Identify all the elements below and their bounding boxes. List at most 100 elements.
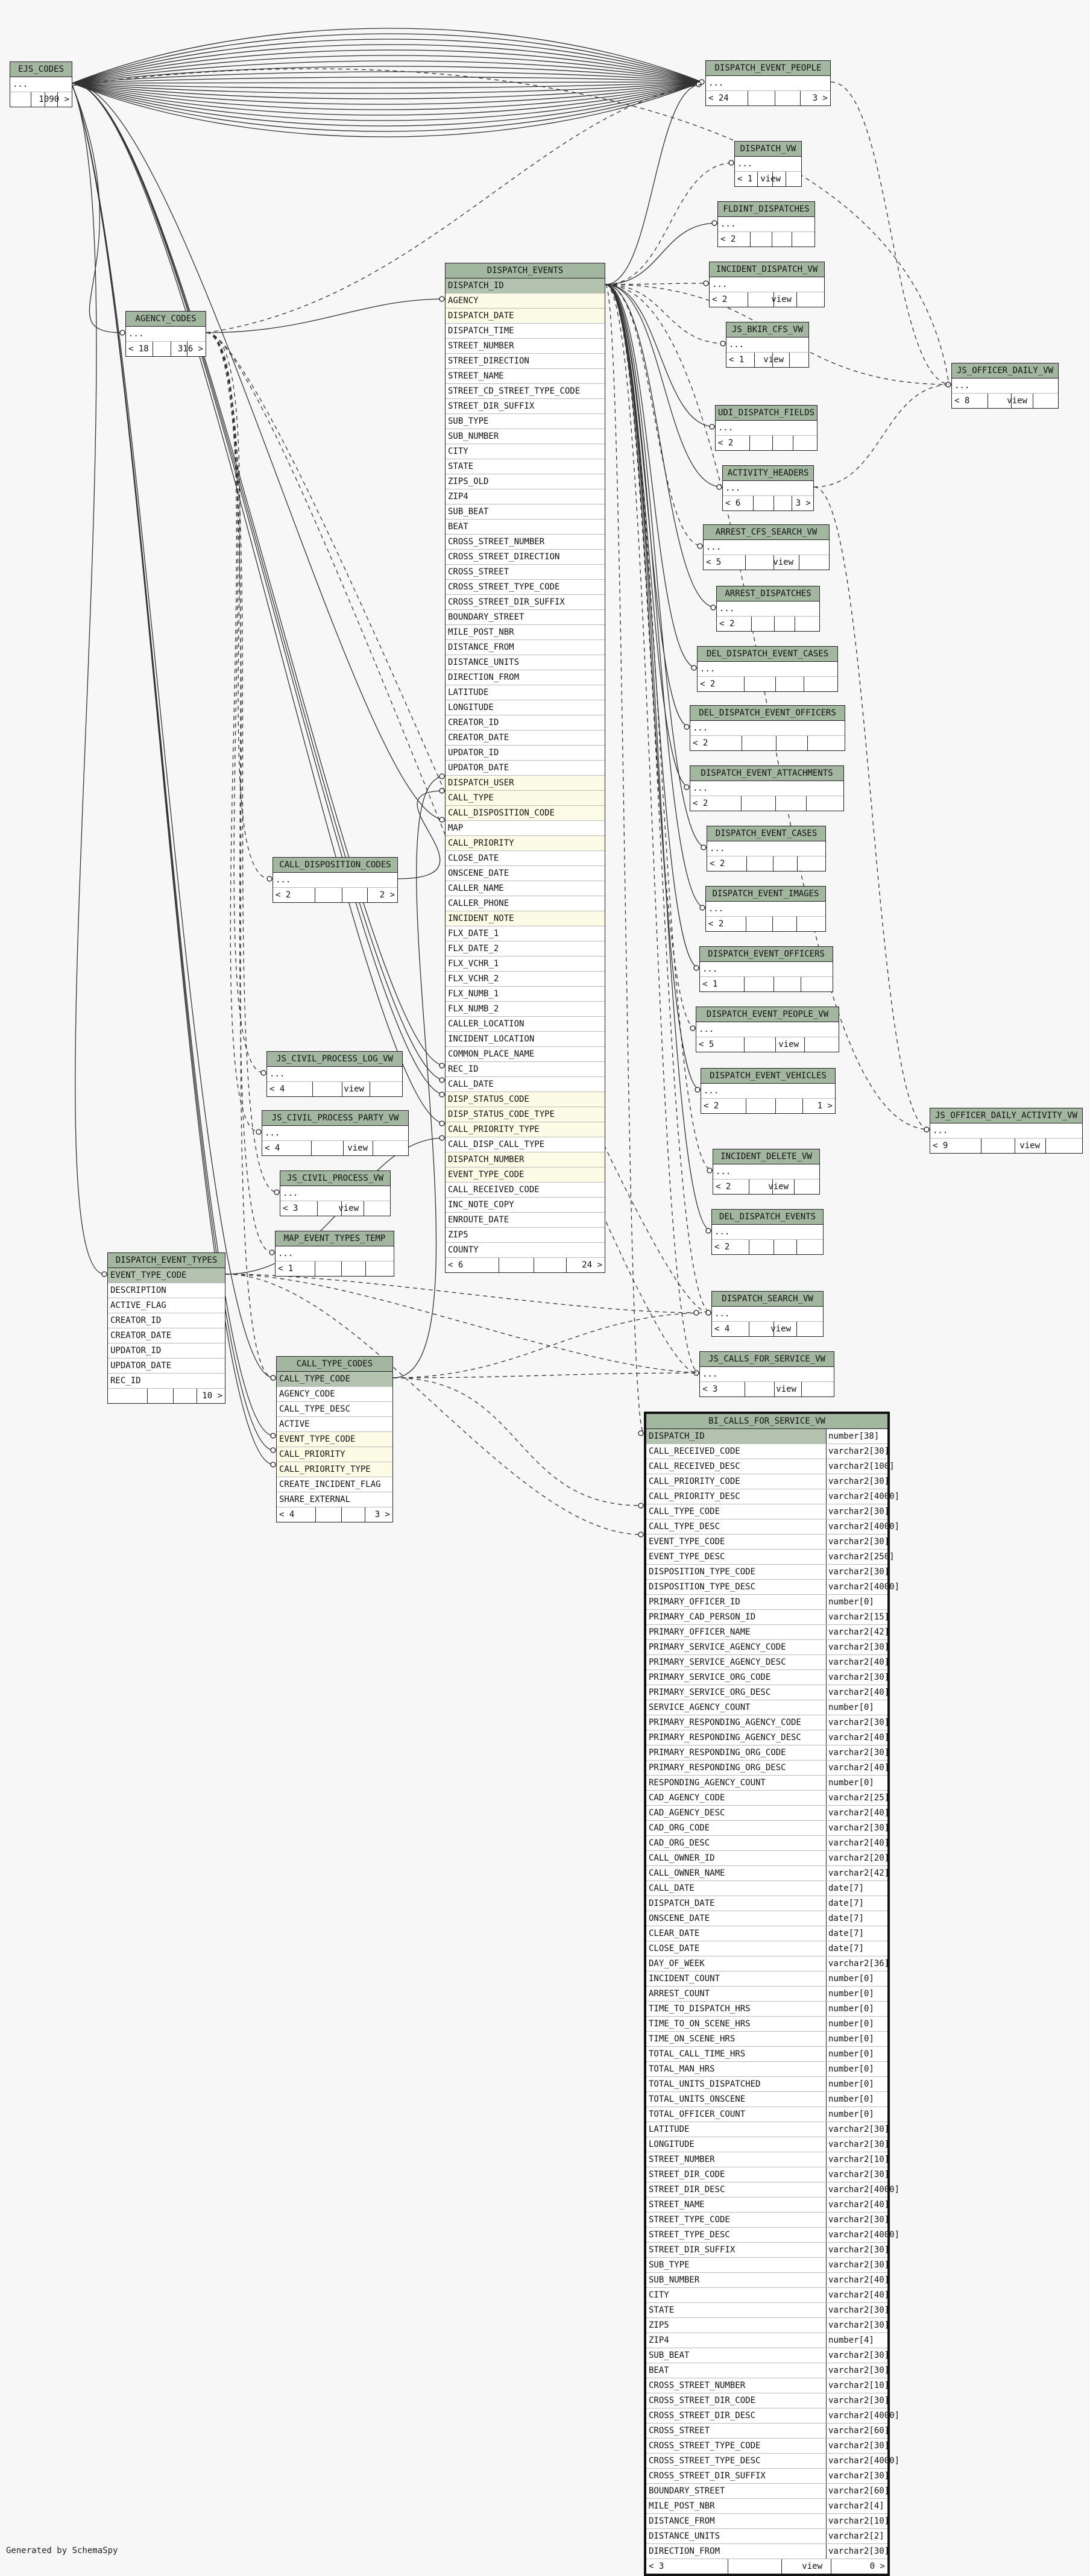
column-row[interactable]: ... [690,721,845,736]
table-title[interactable]: EJS_CODES [10,62,72,77]
column-row[interactable]: BOUNDARY_STREET [446,610,605,625]
column-row[interactable]: CALL_PRIORITY [446,836,605,851]
column-row[interactable]: CALL_TYPE_CODE [277,1372,392,1387]
column-row[interactable]: ... [698,662,837,677]
column-row[interactable]: SHARE_EXTERNAL [277,1492,392,1507]
table-title[interactable]: ARREST_DISPATCHES [717,586,819,602]
child-count-link[interactable]: 316 > [177,344,203,354]
table-title[interactable]: UDI_DISPATCH_FIELDS [716,406,817,421]
column-row[interactable]: ZIP4 [446,489,605,504]
column-row[interactable]: DISPATCH_USER [446,776,605,791]
column-row[interactable]: FLX_VCHR_1 [446,957,605,972]
column-row[interactable]: CREATOR_DATE [446,730,605,746]
table-title[interactable]: DISPATCH_EVENTS [446,263,605,278]
table-dispatch-event-attachments[interactable]: DISPATCH_EVENT_ATTACHMENTS...< 2 [690,765,844,811]
child-count-link[interactable]: 1 > [817,1101,833,1111]
column-row[interactable]: INCIDENT_NOTE [446,911,605,926]
column-row[interactable]: STATE [446,459,605,474]
table-title[interactable]: JS_CALLS_FOR_SERVICE_VW [700,1352,834,1367]
column-row[interactable]: ... [717,602,819,617]
parent-count-link[interactable]: < 2 [710,859,725,869]
parent-count-link[interactable]: < 2 [718,438,734,448]
table-ejs-codes[interactable]: EJS_CODES...1090 > [10,61,72,107]
column-row[interactable]: ... [716,421,817,436]
column-row[interactable]: LONGITUDE [446,700,605,715]
column-row[interactable]: ZIP5 [446,1228,605,1243]
child-count-link[interactable]: 10 > [202,1391,222,1401]
column-row[interactable]: ... [952,379,1058,394]
table-udi-dispatch-fields[interactable]: UDI_DISPATCH_FIELDS... < 2 [715,405,818,451]
column-row[interactable]: ... [726,338,808,353]
parent-count-link[interactable]: < 1 [729,355,745,365]
table-title[interactable]: AGENCY_CODES [126,312,206,327]
parent-count-link[interactable]: < 4 [269,1084,285,1094]
column-row[interactable]: CALL_PRIORITY_TYPE [446,1122,605,1137]
column-row[interactable]: UPDATOR_DATE [108,1359,225,1374]
table-title[interactable]: JS_BKIR_CFS_VW [726,322,808,338]
parent-count-link[interactable]: < 1 [702,979,718,989]
child-count-link[interactable]: 0 > [869,2562,885,2571]
child-count-link[interactable]: 3 > [812,93,828,103]
table-title[interactable]: DISPATCH_EVENT_CASES [707,826,825,841]
column-row[interactable]: DISP_STATUS_CODE_TYPE [446,1107,605,1122]
column-row[interactable]: DISPATCH_TIME [446,324,605,339]
column-row[interactable]: DISTANCE_UNITS [446,655,605,670]
column-row[interactable]: FLX_NUMB_1 [446,987,605,1002]
column-row[interactable]: CALL_DISP_CALL_TYPE [446,1137,605,1152]
column-row[interactable]: MAP [446,821,605,836]
column-row[interactable]: SUB_NUMBER [446,429,605,444]
table-title[interactable]: DEL_DISPATCH_EVENT_OFFICERS [690,706,845,721]
column-row[interactable]: UPDATOR_ID [108,1343,225,1359]
column-row[interactable]: AGENCY_CODE [277,1387,392,1402]
column-row[interactable]: AGENCY [446,294,605,309]
column-row[interactable]: CALL_DISPOSITION_CODE [446,806,605,821]
column-row[interactable]: ACTIVE_FLAG [108,1298,225,1313]
column-row[interactable]: STREET_CD_STREET_TYPE_CODE [446,384,605,399]
column-row[interactable]: STREET_DIR_SUFFIX [446,399,605,414]
column-row[interactable]: INC_NOTE_COPY [446,1198,605,1213]
child-count-link[interactable]: 1090 > [39,95,69,104]
column-row[interactable]: SUB_TYPE [446,414,605,429]
column-row[interactable]: ... [712,1307,823,1322]
column-row[interactable]: CROSS_STREET_NUMBER [446,535,605,550]
column-row[interactable]: ... [713,1164,819,1180]
table-title[interactable]: CALL_TYPE_CODES [277,1357,392,1372]
table-title[interactable]: DISPATCH_EVENT_VEHICLES [701,1069,835,1084]
table-del-dispatch-events[interactable]: DEL_DISPATCH_EVENTS...< 2 [711,1209,824,1255]
parent-count-link[interactable]: < 2 [276,890,291,900]
